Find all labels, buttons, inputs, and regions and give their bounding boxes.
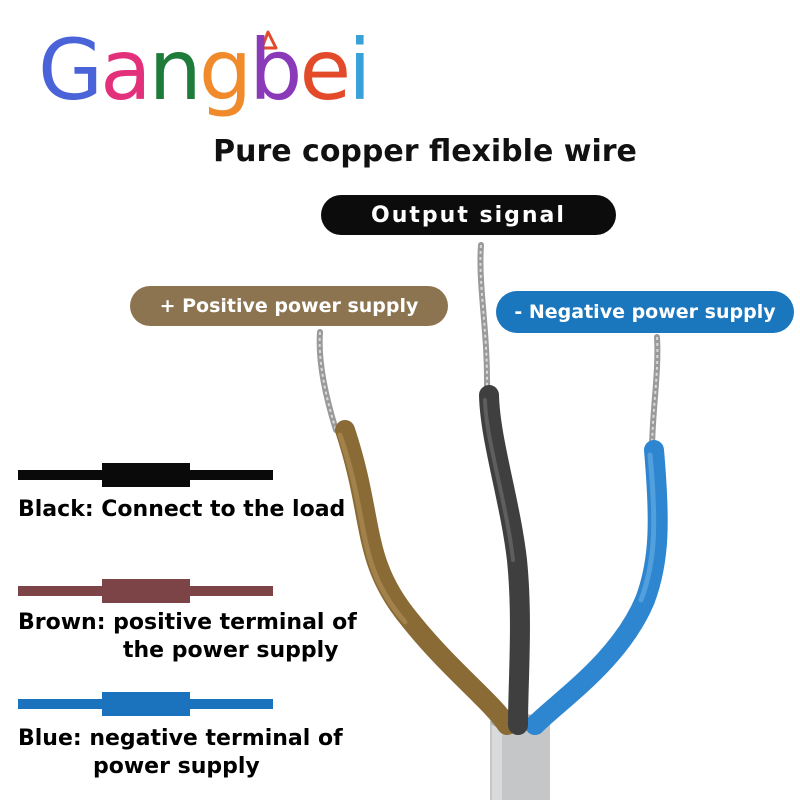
logo: G a n g b e i xyxy=(38,12,372,119)
output-signal-label: Output signal xyxy=(321,195,616,235)
legend-black-line xyxy=(18,463,273,487)
logo-letter: a xyxy=(100,21,152,119)
legend-blue-line1: Blue: negative terminal of xyxy=(18,726,343,751)
legend-brown-line xyxy=(18,579,273,603)
logo-letter: n xyxy=(148,21,202,119)
legend-brown-text: Brown: positive terminal of the power su… xyxy=(18,609,357,665)
brown-strand xyxy=(316,329,339,433)
legend-blue-line2: power supply xyxy=(93,754,260,779)
blue-wire xyxy=(525,440,668,735)
logo-letter: e xyxy=(299,21,351,119)
legend-brown-line1: Brown: positive terminal of xyxy=(18,610,357,635)
legend-black-text: Black: Connect to the load xyxy=(18,496,345,524)
logo-hat-icon xyxy=(260,30,278,50)
negative-supply-label: - Negative power supply xyxy=(496,291,794,333)
logo-letter: G xyxy=(38,21,103,119)
positive-supply-label: + Positive power supply xyxy=(130,286,448,326)
legend-brown-line2: the power supply xyxy=(123,638,339,663)
black-wire xyxy=(479,385,530,735)
legend-blue-text: Blue: negative terminal of power supply xyxy=(18,725,343,781)
logo-letter: b xyxy=(249,21,302,119)
brown-wire xyxy=(335,420,517,735)
logo-letter: i xyxy=(348,21,371,119)
legend-blue-line xyxy=(18,692,273,716)
logo-letter: g xyxy=(198,21,252,119)
legend-black-line1: Black: Connect to the load xyxy=(18,497,346,522)
page-title: Pure copper flexible wire xyxy=(213,134,637,169)
